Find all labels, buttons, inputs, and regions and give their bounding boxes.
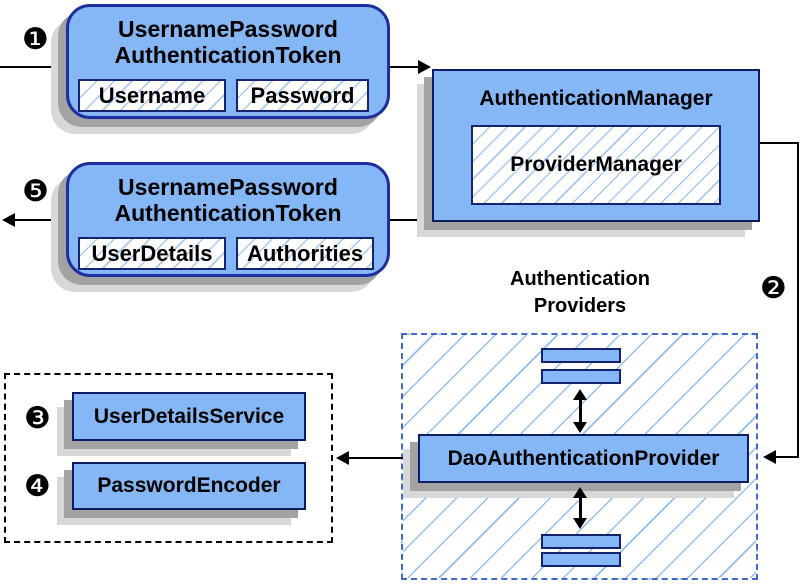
arrow-stem [578,496,582,520]
step2-line-top [760,142,799,144]
provider-bar [541,369,621,384]
arrow-tip-down-icon [573,518,587,529]
double-arrow-top-icon [568,389,592,433]
step2-badge: ❷ [760,271,787,306]
response-token-title-line1: UsernamePassword [118,174,338,200]
request-token-title-line2: AuthenticationToken [114,42,342,68]
step1-badge: ❶ [22,22,49,57]
step2-line-bottom [770,456,799,458]
authentication-providers-heading-line2: Providers [533,295,627,317]
dao-authentication-provider-box: DaoAuthenticationProvider [418,434,749,483]
step1-arrowhead-icon [418,60,431,74]
authentication-providers-heading: Authentication Providers [455,266,705,320]
step4-badge: ❹ [24,469,51,504]
user-details-field-box: UserDetails [78,237,226,270]
provider-manager-box: ProviderManager [471,125,721,205]
request-token-title-line1: UsernamePassword [118,16,338,42]
arrow-stem [578,398,582,424]
provider-bar [541,552,621,567]
dao-to-collaborators-arrowhead-icon [336,451,349,465]
authorities-field-box: Authorities [236,237,374,270]
step2-arrowhead-icon [763,450,776,464]
arrow-tip-up-icon [573,487,587,498]
response-token-box: UsernamePassword AuthenticationToken Use… [66,162,390,277]
double-arrow-bottom-icon [568,487,592,529]
response-token-title-line2: AuthenticationToken [114,200,342,226]
request-token-box: UsernamePassword AuthenticationToken Use… [66,4,390,119]
user-details-service-box: UserDetailsService [72,392,306,441]
provider-bar [541,534,621,549]
collaborators-container [4,373,333,543]
username-field-box: Username [78,79,226,112]
authentication-manager-box: AuthenticationManager ProviderManager [432,69,760,222]
arrow-tip-up-icon [573,389,587,400]
dao-to-collaborators-line [342,457,418,459]
step5-badge: ❺ [22,174,49,209]
step2-line-vertical [797,142,799,458]
authentication-manager-title: AuthenticationManager [479,87,713,110]
arrow-tip-down-icon [573,422,587,433]
authentication-providers-heading-line1: Authentication [510,268,650,290]
step5-arrowhead-icon [2,213,15,227]
provider-bar [541,348,621,363]
password-field-box: Password [236,79,369,112]
step3-badge: ❸ [24,401,51,436]
password-encoder-box: PasswordEncoder [72,462,306,510]
